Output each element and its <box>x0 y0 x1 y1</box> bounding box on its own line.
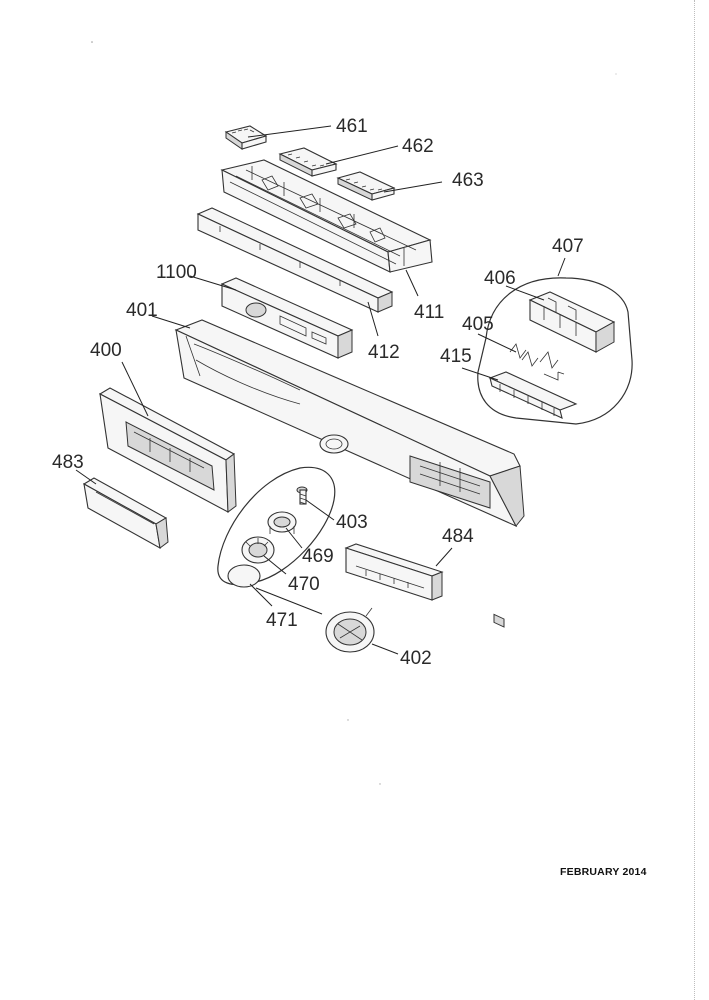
callout-463: 463 <box>452 170 484 191</box>
callout-411: 411 <box>414 302 444 323</box>
leader-lines <box>75 125 566 655</box>
part-402 <box>325 607 375 653</box>
part-403 <box>296 486 308 505</box>
callout-471: 471 <box>266 610 298 631</box>
callout-415: 415 <box>440 346 472 367</box>
date-label: FEBRUARY 2014 <box>560 866 647 878</box>
callout-400: 400 <box>90 340 122 361</box>
part-401 <box>174 319 525 528</box>
part-461 <box>224 125 268 150</box>
callout-406: 406 <box>484 268 516 289</box>
scan-specks <box>91 41 617 785</box>
callout-462: 462 <box>402 136 434 157</box>
callout-470: 470 <box>288 574 320 595</box>
part-1100 <box>220 277 354 359</box>
part-462 <box>278 147 338 177</box>
part-470 <box>241 536 275 564</box>
callout-402: 402 <box>400 648 432 669</box>
callout-483: 483 <box>52 452 84 473</box>
callout-1100: 1100 <box>156 262 197 283</box>
page-edge <box>694 0 695 1000</box>
part-412 <box>196 207 394 313</box>
part-484 <box>344 543 444 601</box>
part-411 <box>220 159 433 273</box>
part-463 <box>336 171 396 201</box>
part-471 <box>227 564 261 588</box>
part-400 <box>98 387 237 513</box>
part-469 <box>267 511 297 534</box>
callout-412: 412 <box>368 342 400 363</box>
part-407-group <box>477 277 633 425</box>
callouts: 461 462 463 407 406 1100 411 405 401 412… <box>52 116 584 669</box>
part-405 <box>509 343 565 381</box>
part-415 <box>488 371 578 628</box>
callout-403: 403 <box>336 512 368 533</box>
callout-401: 401 <box>126 300 158 321</box>
callout-469: 469 <box>302 546 334 567</box>
callout-405: 405 <box>462 314 494 335</box>
callout-407: 407 <box>552 236 584 257</box>
part-406 <box>528 291 616 353</box>
callout-461: 461 <box>336 116 368 137</box>
part-483 <box>82 477 169 550</box>
callout-484: 484 <box>442 526 474 547</box>
